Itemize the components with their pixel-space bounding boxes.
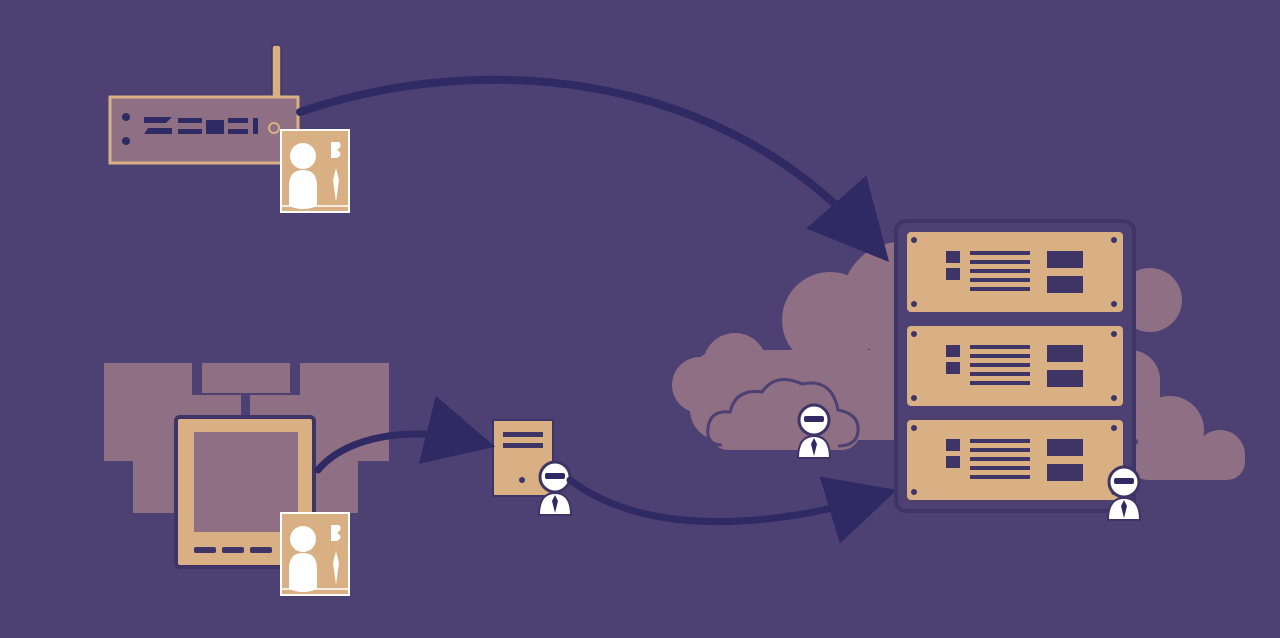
id-badge-icon	[280, 129, 350, 213]
connector-arrows	[296, 75, 897, 544]
agent-icon	[537, 460, 573, 517]
id-badge-icon	[280, 512, 350, 596]
agent-icon	[1106, 465, 1142, 522]
rack-unit-2	[907, 326, 1123, 406]
arrow-monitor-to-server	[314, 395, 496, 474]
arrow-router-to-rack	[296, 75, 890, 262]
inner-cloud-outline	[706, 378, 860, 448]
router-icon	[108, 44, 300, 165]
agent-icon	[796, 403, 832, 460]
arrow-server-to-rack	[566, 476, 897, 544]
rack-unit-3	[907, 420, 1123, 500]
rack-unit-1	[907, 232, 1123, 312]
server-rack-icon	[894, 219, 1136, 513]
